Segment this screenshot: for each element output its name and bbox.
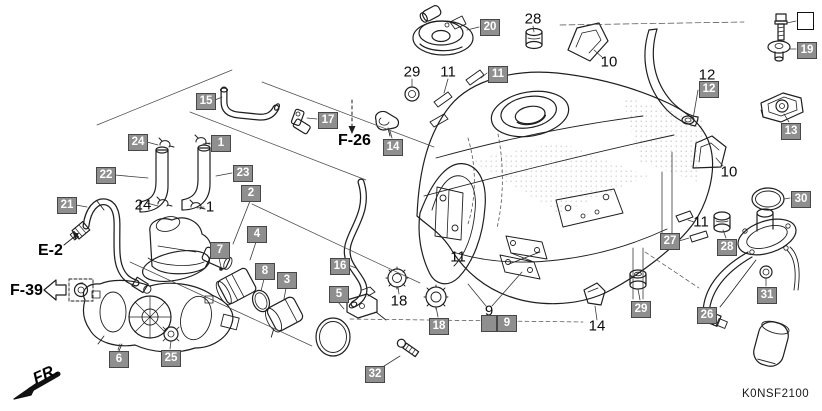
- hose-clips: [156, 134, 211, 210]
- e2-arrow: [63, 233, 79, 246]
- part-callout-box-2[interactable]: 2: [241, 185, 261, 202]
- part-callout-box-20[interactable]: 20: [480, 19, 500, 36]
- part-callout-11: 11: [440, 63, 456, 81]
- grommet-f39: [68, 278, 94, 302]
- cushion-10-top: [567, 22, 609, 62]
- pump-joint-assembly: [142, 216, 233, 283]
- part-callout-box-4[interactable]: 4: [247, 226, 267, 243]
- o-ring-30: [751, 187, 785, 211]
- part-callout-box-6[interactable]: 6: [109, 351, 129, 368]
- grommet-28: [525, 27, 543, 50]
- part-callout-box-21[interactable]: 21: [57, 197, 77, 214]
- part-callout-box-23[interactable]: 23: [233, 165, 253, 182]
- part-callout-box-17[interactable]: 17: [318, 112, 338, 129]
- filter-7: [215, 267, 257, 306]
- part-callout-29: 29: [403, 63, 421, 81]
- ref-label-e2[interactable]: E-2: [38, 242, 63, 259]
- cap-3: [264, 296, 304, 338]
- part-callout-box-1[interactable]: 1: [211, 135, 231, 152]
- part-callout-box-13[interactable]: 13: [781, 123, 801, 140]
- hook-14-top: [375, 110, 400, 137]
- fr-arrow: [13, 371, 61, 400]
- cushion-10-right: [692, 135, 727, 169]
- bolt-unlabeled: [774, 13, 788, 41]
- part-callout-box-27[interactable]: 27: [660, 233, 680, 250]
- breather-hose-16: [343, 178, 368, 309]
- part-callout-box-16[interactable]: 16: [330, 258, 350, 275]
- part-callout-box-18[interactable]: 18: [429, 318, 449, 335]
- part-callout-9: 9: [484, 302, 494, 320]
- part-callout-box-24[interactable]: 24: [128, 134, 148, 151]
- knob-18-right: [423, 284, 449, 310]
- nut-31: [759, 265, 773, 279]
- part-callout-box-22[interactable]: 22: [96, 167, 116, 184]
- part-callout-11: 11: [693, 213, 709, 231]
- part-callout-box-29[interactable]: 29: [631, 301, 651, 318]
- fuel-sender-unit: [700, 208, 800, 367]
- f39-arrow: [43, 279, 67, 301]
- joint-17: [290, 108, 311, 135]
- f26-arrow: [348, 99, 356, 134]
- part-callout-18: 18: [390, 292, 408, 310]
- part-callout-box-32[interactable]: 32: [365, 366, 385, 383]
- fuel-pump-6: [82, 279, 240, 353]
- o-ring-8: [251, 289, 271, 313]
- washer-19: [767, 40, 791, 62]
- part-callout-box-8[interactable]: 8: [255, 263, 275, 280]
- group-lines: [96, 21, 745, 347]
- part-callout-10: 10: [600, 53, 618, 71]
- part-callout-14: 14: [588, 317, 606, 335]
- part-callout-11: 11: [450, 248, 466, 266]
- clamp-band-5: [315, 286, 387, 357]
- mount-13: [760, 92, 804, 123]
- fuel-tank: [416, 71, 714, 305]
- part-callout-box-5[interactable]: 5: [329, 286, 349, 303]
- ref-label-f39[interactable]: F-39: [10, 282, 43, 299]
- part-callout-box-14[interactable]: 14: [383, 139, 403, 156]
- part-callout-1: 1: [205, 198, 215, 216]
- drawing-code: K0NSF2100: [742, 388, 810, 400]
- part-callout-box-31[interactable]: 31: [757, 287, 777, 304]
- grommet-28-right: [713, 211, 731, 233]
- part-callout-28: 28: [524, 10, 542, 28]
- part-callout-box-3[interactable]: 3: [277, 272, 297, 289]
- part-callout-box-19[interactable]: 19: [797, 42, 817, 59]
- fuel-cap: [412, 5, 474, 56]
- nut-25: [162, 326, 180, 342]
- part-callout-box-12[interactable]: 12: [699, 81, 719, 98]
- part-callout-box-30[interactable]: 30: [791, 191, 811, 208]
- part-callout-box-9[interactable]: 9: [497, 315, 517, 332]
- rail-12: [644, 28, 699, 127]
- grommet-29-top: [404, 86, 420, 102]
- part-callout-box-15[interactable]: 15: [196, 93, 216, 110]
- leader-lines: [75, 20, 797, 369]
- part-callout-box-7[interactable]: 7: [210, 242, 230, 259]
- part-callout-24: 24: [134, 196, 152, 214]
- joint-hoses-22-23: [139, 144, 211, 213]
- ref-label-f26[interactable]: F-26: [338, 132, 371, 149]
- unlabeled-part-box: [797, 12, 814, 30]
- drain-hose-15: [219, 86, 281, 121]
- part-callout-10: 10: [720, 163, 738, 181]
- wedge-14-bottom: [583, 282, 606, 306]
- part-callout-12: 12: [698, 66, 716, 84]
- part-callout-box-28[interactable]: 28: [717, 239, 737, 256]
- part-callout-box-25[interactable]: 25: [161, 350, 181, 367]
- part-callout-box-26[interactable]: 26: [697, 307, 717, 324]
- part-callout-box-11[interactable]: 11: [488, 66, 508, 83]
- part-callout-box-blank[interactable]: [481, 315, 497, 332]
- knob-18-left: [385, 266, 409, 290]
- bolt-32: [396, 338, 420, 358]
